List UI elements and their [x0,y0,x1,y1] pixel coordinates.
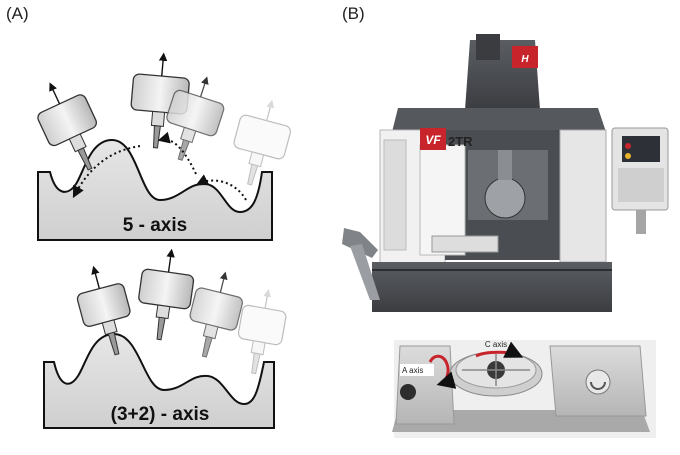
chip-conveyor [342,228,378,258]
panel-label-a: (A) [6,4,29,23]
three-plus-two-caption: (3+2) - axis [111,404,210,425]
machine-base [372,262,612,312]
workpiece-3plus2 [43,332,275,429]
tool-head-6 [138,248,195,341]
three-plus-two-axis-diagram: (3+2) - axis [43,248,287,429]
c-axis-rotation-arrow [475,341,524,358]
motion-arrow-2 [157,131,197,175]
tool-head-7 [189,271,243,358]
tool-head-4 [233,99,292,186]
brand-logo: H [521,54,529,65]
model-badge-bg [420,128,446,150]
five-axis-caption: 5 - axis [123,215,187,236]
panel-label-b: (B) [342,4,365,23]
motion-arrow-3 [195,174,247,201]
rotary-table-illustration: A axis C axis [392,340,656,438]
tool-head-1 [37,82,98,171]
cnc-machine-illustration: H VF 2TR [342,34,669,312]
workpiece-5axis [37,138,273,241]
a-axis-label: A axis [402,366,423,375]
five-axis-diagram: 5 - axis [37,52,292,241]
model-name: 2TR [448,134,473,149]
tool-head-8 [237,289,287,375]
model-badge: VF [425,133,441,147]
motion-arrow-1 [72,145,141,199]
tool-head-3 [166,76,225,161]
c-axis-label: C axis [485,340,507,349]
control-pendant [611,127,669,234]
tool-head-5 [76,265,131,356]
a-axis-rotation-arrow [428,354,457,389]
